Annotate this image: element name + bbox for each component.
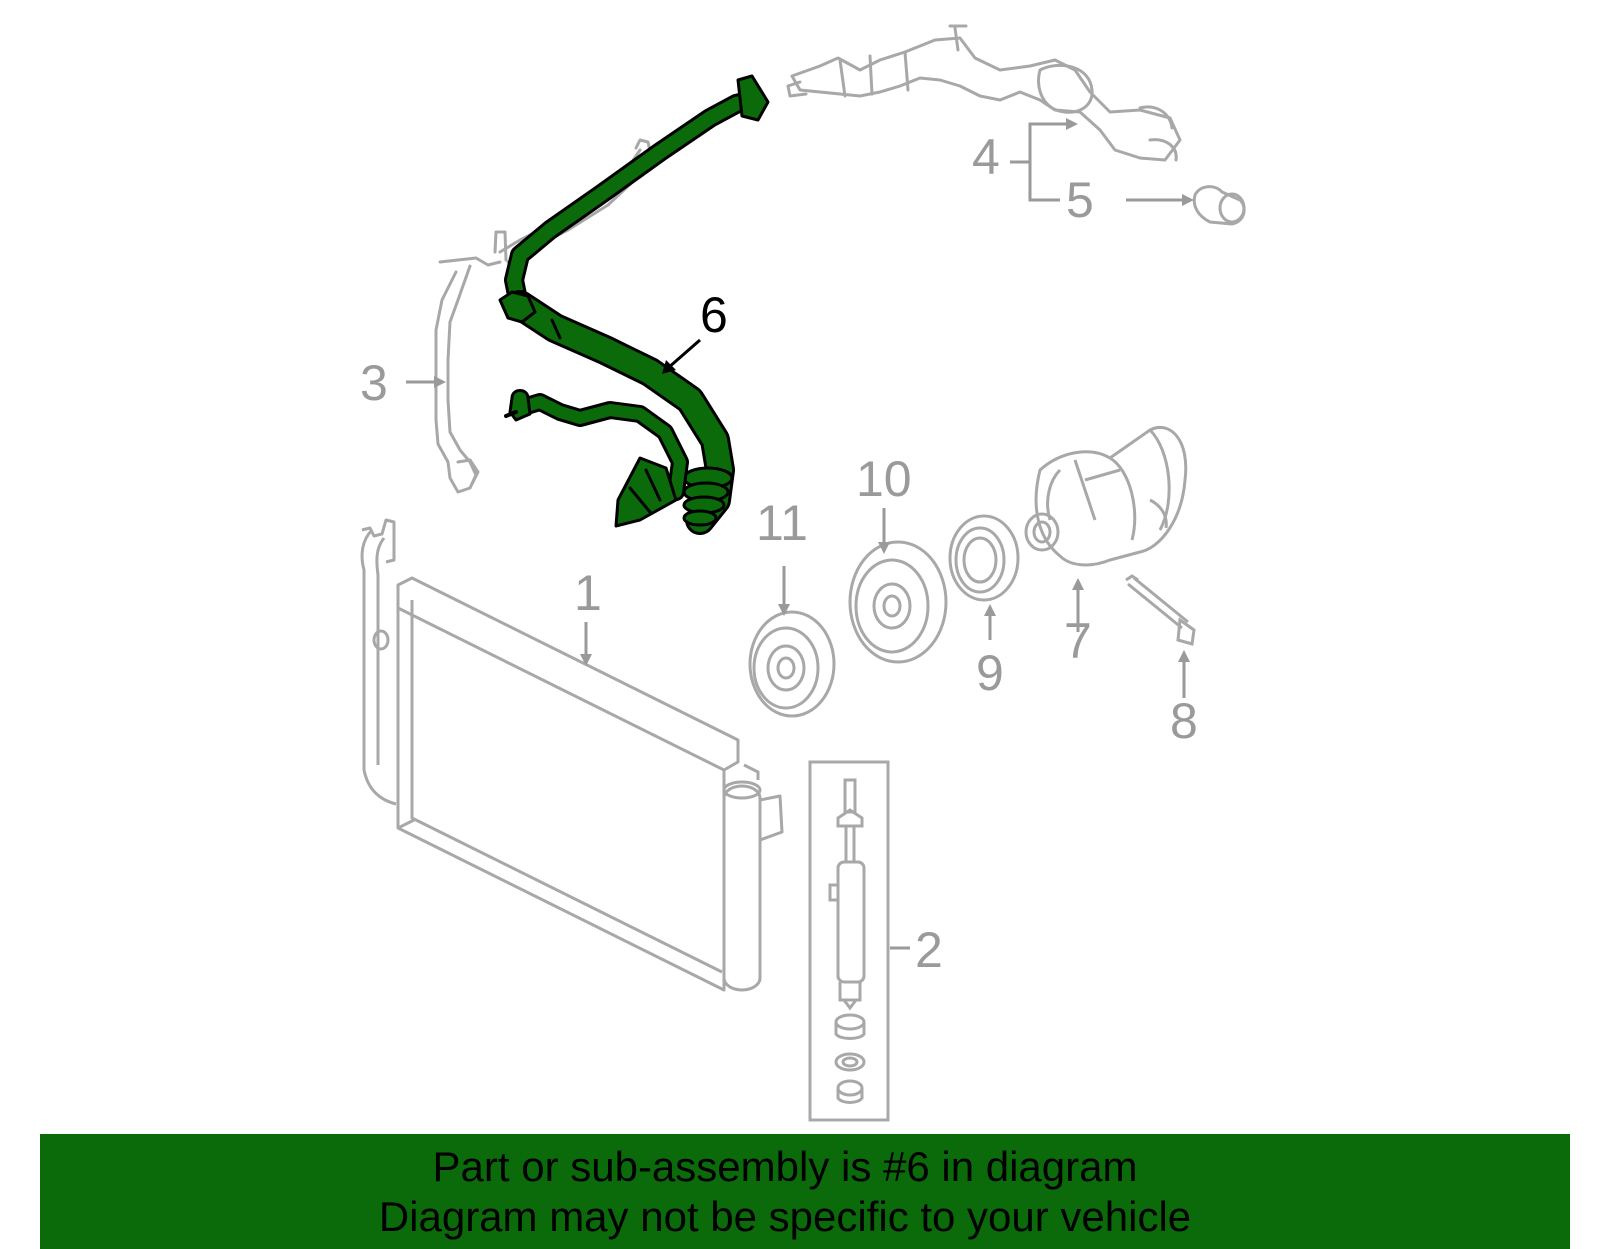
leader-lines xyxy=(406,122,1188,950)
callout-4: 4 xyxy=(972,129,1000,185)
part-11-pulley xyxy=(748,610,836,718)
info-banner: Part or sub-assembly is #6 in diagram Di… xyxy=(40,1134,1570,1249)
callout-6: 6 xyxy=(700,287,728,343)
callout-5: 5 xyxy=(1066,172,1094,228)
callout-8: 8 xyxy=(1170,693,1198,749)
callout-2: 2 xyxy=(915,922,943,978)
callout-11: 11 xyxy=(756,495,808,551)
part-2-desiccant xyxy=(808,760,890,1122)
part-10-clutch-plate xyxy=(848,540,948,664)
leader-line-6 xyxy=(662,338,701,374)
callout-1: 1 xyxy=(574,565,602,621)
part-5-cap xyxy=(1192,185,1246,226)
banner-line-part: Part or sub-assembly is #6 in diagram xyxy=(432,1142,1138,1190)
part-6-hose-assembly xyxy=(498,74,770,535)
part-7-compressor xyxy=(1024,426,1188,567)
banner-line-disclaimer: Diagram may not be specific to your vehi… xyxy=(378,1192,1192,1240)
part-1-condenser xyxy=(360,518,784,992)
part-9-ring xyxy=(948,514,1020,602)
callout-7: 7 xyxy=(1064,613,1092,669)
callout-10: 10 xyxy=(856,451,912,507)
callout-9: 9 xyxy=(976,645,1004,701)
part-4-tube-assembly xyxy=(786,24,1182,162)
callout-3: 3 xyxy=(360,355,388,411)
part-8-bolt xyxy=(1125,574,1196,646)
leader-arrowheads xyxy=(434,118,1194,666)
